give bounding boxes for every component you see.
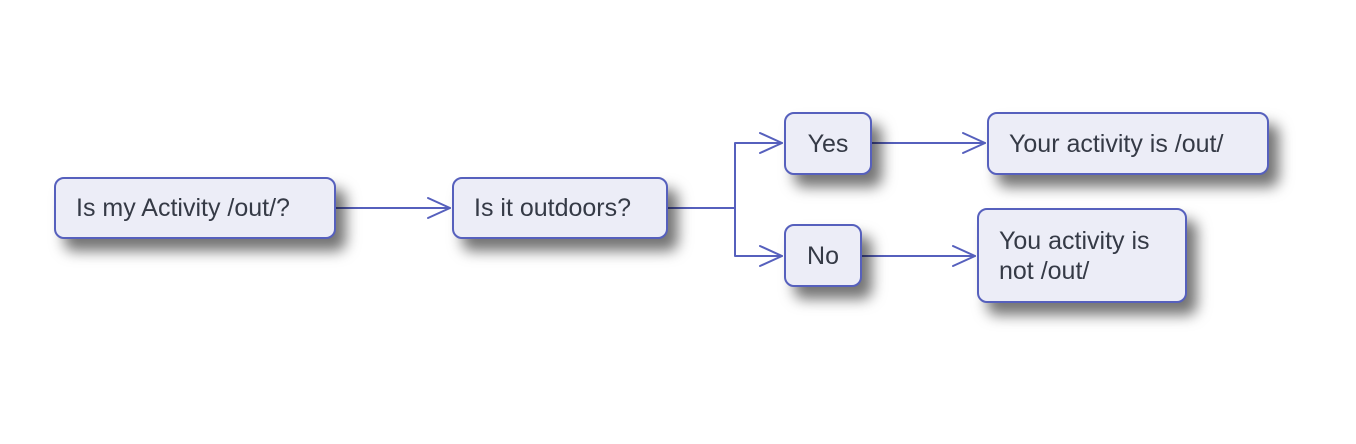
edge-question-to-no	[734, 207, 783, 257]
node-start[interactable]: Is my Activity /out/?	[54, 177, 336, 239]
node-no[interactable]: No	[784, 224, 862, 287]
node-start-label: Is my Activity /out/?	[76, 194, 290, 222]
node-yes-label: Yes	[807, 129, 849, 158]
node-question[interactable]: Is it outdoors?	[452, 177, 668, 239]
node-result-no-label: You activity is not /out/	[999, 226, 1150, 285]
arrowhead-no	[759, 245, 783, 267]
arrowhead-result-no	[952, 245, 976, 267]
arrowhead-yes	[759, 132, 783, 154]
node-no-label: No	[807, 241, 839, 270]
node-result-yes[interactable]: Your activity is /out/	[987, 112, 1269, 175]
node-result-yes-label: Your activity is /out/	[1009, 129, 1224, 158]
edge-question-to-yes	[667, 142, 783, 209]
node-question-label: Is it outdoors?	[474, 194, 632, 222]
arrowhead-result-yes	[962, 132, 986, 154]
node-yes[interactable]: Yes	[784, 112, 872, 175]
arrowhead-question	[427, 197, 451, 219]
node-result-no[interactable]: You activity is not /out/	[977, 208, 1187, 303]
